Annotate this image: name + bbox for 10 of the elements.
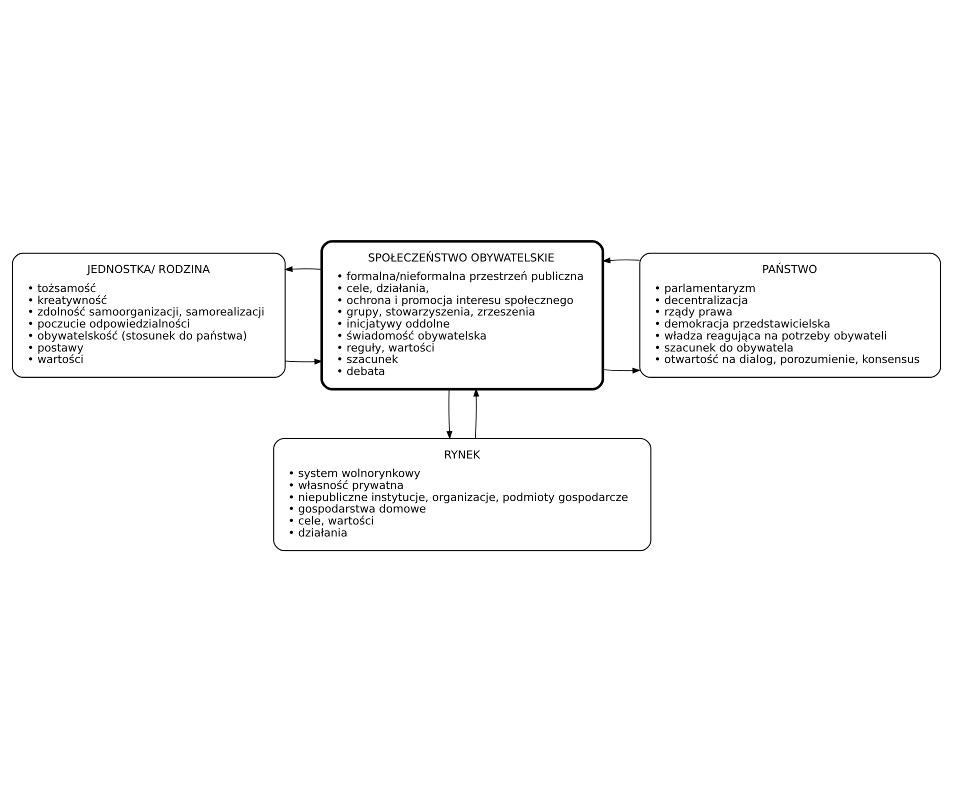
arrow [284,358,323,365]
arrow [602,368,641,374]
node-box: JEDNOSTKA/ RODZINA • tożsamość • kreatywność • zdolność samoorganizacji, samorealizacji • poczucie odpowiedzialności • obywatelskość (stosunek do państwa) • postawy • wartości [12,252,286,378]
node-box: RYNEK • system wolnorynkowy • własność prywatna • niepubliczne instytucje, organizacje, podmioty gospodarcze • gospodarstwa domowe • cele, wartości • działania [273,438,652,552]
arrow [602,257,640,264]
arrow [473,388,480,439]
node-box: PAŃSTWO • parlamentaryzm • decentralizacja • rządy prawa • demokracja przedstawicielska • władza reagująca na potrzeby obywateli • szacunek do obywatela • otwartość na dialog, porozumienie, konsensus [639,252,942,378]
arrow [284,266,322,272]
node-box: SPOŁECZEŃSTWO OBYWATELSKIE • formalna/nieformalna przestrzeń publiczna • cele, działania, • ochrona i promocja interesu społecznego • grupy, stowarzyszenia, zrzeszenia • inicjatywy oddolne • świadomość obywatelska • reguły, wartości • szacunek • debata [320,240,604,390]
arrow [446,388,452,440]
